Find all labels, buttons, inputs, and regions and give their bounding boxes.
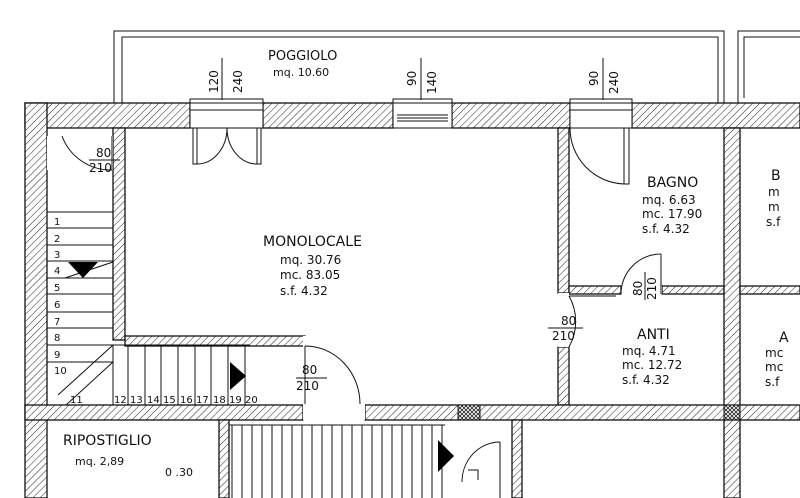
door-entry-height: 210	[296, 379, 319, 393]
cut-room-upper-s: s.f	[766, 215, 781, 229]
door-anti-height: 210	[552, 329, 575, 343]
step-number: 16	[180, 395, 193, 406]
anti-sf: s.f. 4.32	[622, 373, 670, 387]
step-number: 1	[54, 217, 60, 228]
monolocale-mq: mq. 30.76	[280, 253, 341, 267]
step-number: 5	[54, 283, 60, 294]
door-anti	[558, 293, 616, 348]
step-number: 19	[229, 395, 242, 406]
anti-mq: mq. 4.71	[622, 344, 676, 358]
door-bagno-height: 210	[645, 277, 659, 300]
cut-room-upper-m2: m	[768, 200, 780, 214]
step-number: 9	[54, 350, 60, 361]
window-mid-height: 140	[425, 71, 439, 94]
window-left-height: 240	[231, 70, 245, 93]
cut-room-upper-title: B	[771, 168, 781, 184]
bagno-title: BAGNO	[647, 175, 698, 191]
step-number: 11	[70, 395, 83, 406]
door-bagno-width: 80	[631, 281, 645, 296]
window-left	[189, 98, 264, 165]
door-entry-width: 80	[302, 363, 317, 377]
staircase-bottom	[229, 424, 501, 498]
bagno-sf: s.f. 4.32	[642, 222, 690, 236]
window-right-width: 90	[587, 71, 601, 86]
staircase-upper	[47, 211, 114, 406]
cut-room-lower-m1: mc	[765, 346, 783, 360]
window-right	[569, 98, 633, 185]
step-number: 4	[54, 266, 60, 277]
window-mid	[392, 98, 453, 129]
step-number: 6	[54, 300, 60, 311]
cut-room-upper-m1: m	[768, 185, 780, 199]
door-stair-top	[47, 135, 113, 171]
step-number: 15	[163, 395, 176, 406]
bagno-mc: mc. 17.90	[642, 207, 702, 221]
step-number: 20	[245, 395, 258, 406]
cut-room-lower-m2: mc	[765, 360, 783, 374]
poggiolo-title: POGGIOLO	[268, 49, 337, 64]
anti-mc: mc. 12.72	[622, 358, 682, 372]
step-number: 2	[54, 234, 60, 245]
window-left-width: 120	[207, 70, 221, 93]
monolocale-sf: s.f. 4.32	[280, 284, 328, 298]
step-number: 13	[130, 395, 143, 406]
monolocale-title: MONOLOCALE	[263, 234, 362, 250]
bagno-mq: mq. 6.63	[642, 193, 696, 207]
walls	[24, 102, 800, 498]
step-number: 17	[196, 395, 209, 406]
ripostiglio-area: mq. 2,89	[75, 455, 124, 468]
window-right-height: 240	[607, 71, 621, 94]
step-number: 18	[213, 395, 226, 406]
step-number: 7	[54, 317, 60, 328]
balcony-outline	[113, 30, 800, 103]
column-center	[457, 404, 481, 421]
door-bagno	[620, 253, 662, 295]
window-mid-width: 90	[405, 71, 419, 86]
anti-title: ANTI	[637, 327, 670, 343]
monolocale-mc: mc. 83.05	[280, 268, 340, 282]
door-anti-width: 80	[561, 314, 576, 328]
step-number: 3	[54, 250, 60, 261]
cut-room-lower-s: s.f	[765, 375, 780, 389]
cut-room-lower-title: A	[779, 330, 789, 346]
staircase-lower	[112, 344, 250, 405]
door-stair-top-height: 210	[89, 161, 112, 175]
ripostiglio-title: RIPOSTIGLIO	[63, 433, 152, 449]
step-number: 12	[114, 395, 127, 406]
door-stair-top-width: 80	[96, 146, 111, 160]
column-right	[723, 404, 741, 421]
ripostiglio-extra: 0 .30	[165, 466, 193, 479]
step-number: 14	[147, 395, 160, 406]
step-number: 10	[54, 366, 67, 377]
step-number: 8	[54, 333, 60, 344]
poggiolo-area: mq. 10.60	[273, 66, 329, 79]
